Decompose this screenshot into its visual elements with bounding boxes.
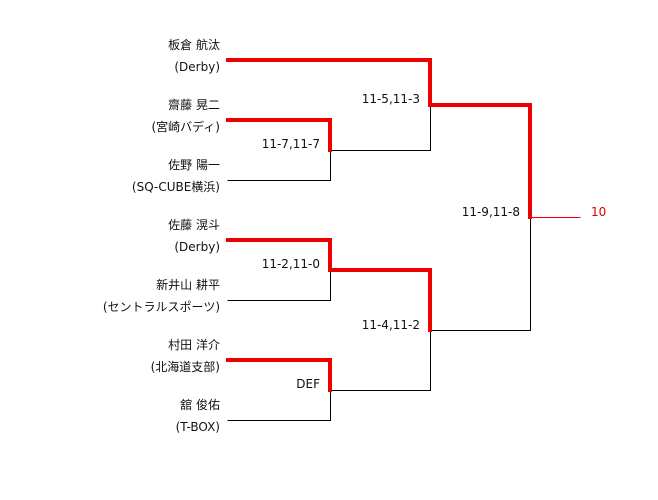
win-line-semi1 xyxy=(428,103,532,219)
winner-label: 10 xyxy=(591,205,607,219)
score-r1-m2: 11-2,11-0 xyxy=(261,257,320,271)
player-name: 佐野 陽一 xyxy=(168,158,220,172)
player-3: 佐野 陽一 (SQ-CUBE横浜) xyxy=(132,154,220,198)
player-team: (北海道支部) xyxy=(150,360,220,374)
player-team: (宮崎バディ) xyxy=(151,120,220,134)
player-team: (T-BOX) xyxy=(175,420,220,434)
player-name: 村田 洋介 xyxy=(168,338,220,352)
line-p7 xyxy=(227,389,331,421)
player-team: (Derby) xyxy=(174,60,220,74)
score-r1-m1: 11-7,11-7 xyxy=(261,137,320,151)
win-line-m2 xyxy=(328,268,432,332)
line-p3 xyxy=(227,149,331,181)
player-team: (Derby) xyxy=(174,240,220,254)
win-line-p6 xyxy=(226,358,332,392)
player-team: (SQ-CUBE横浜) xyxy=(131,180,220,194)
line-p5 xyxy=(227,269,331,301)
player-6: 村田 洋介 (北海道支部) xyxy=(151,334,220,378)
line-m1-out xyxy=(329,104,431,151)
player-2: 齋藤 晃二 (宮崎バディ) xyxy=(151,94,220,138)
score-final: 11-9,11-8 xyxy=(461,205,520,219)
win-line-p1 xyxy=(226,58,432,107)
line-semi2-out xyxy=(429,216,531,331)
score-semi-1: 11-5,11-3 xyxy=(361,92,420,106)
score-r1-m3: DEF xyxy=(296,377,320,391)
player-5: 新井山 耕平 (セントラルスポーツ) xyxy=(103,274,220,318)
player-name: 新井山 耕平 xyxy=(156,278,220,292)
player-7: 舘 俊佑 (T-BOX) xyxy=(176,394,220,438)
win-line-p2 xyxy=(226,118,332,152)
player-4: 佐藤 滉斗 (Derby) xyxy=(168,214,220,258)
player-1: 板倉 航汰 (Derby) xyxy=(168,34,220,78)
score-semi-2: 11-4,11-2 xyxy=(361,318,420,332)
player-name: 板倉 航汰 xyxy=(168,38,220,52)
player-team: (セントラルスポーツ) xyxy=(102,300,220,314)
win-line-p4 xyxy=(226,238,332,272)
player-name: 佐藤 滉斗 xyxy=(168,218,220,232)
line-m3-out xyxy=(329,329,431,391)
player-name: 齋藤 晃二 xyxy=(168,98,220,112)
player-name: 舘 俊佑 xyxy=(180,398,220,412)
